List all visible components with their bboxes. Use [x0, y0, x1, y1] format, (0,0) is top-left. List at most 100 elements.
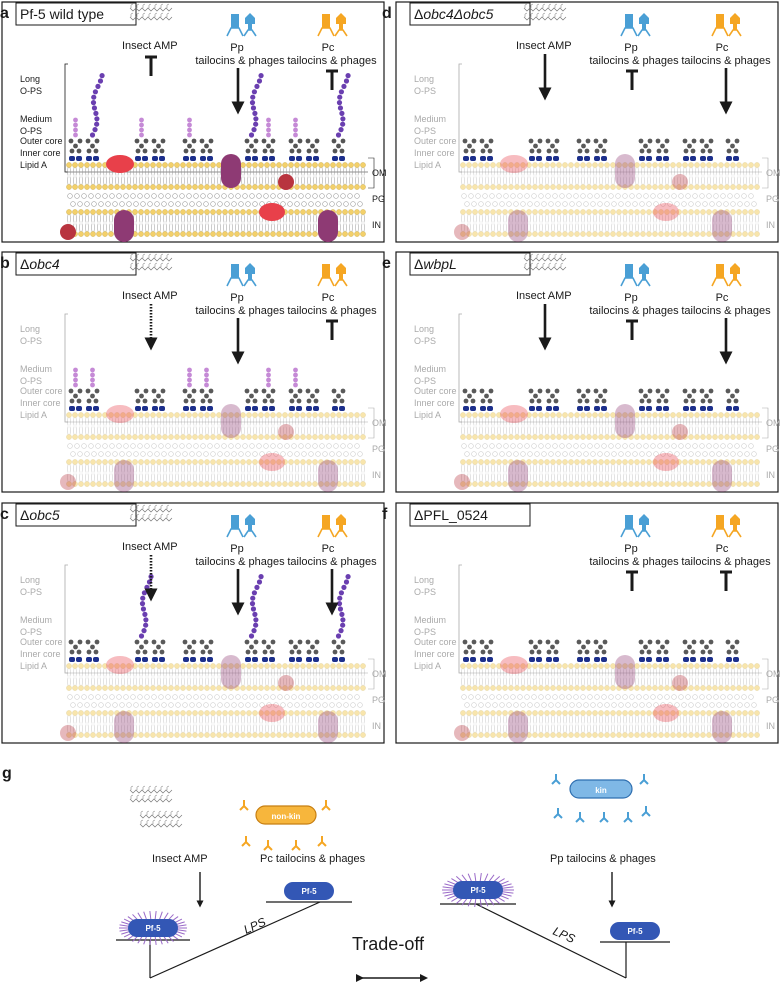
- membrane-label-pg: PG: [372, 695, 385, 705]
- title-name: wbpL: [423, 256, 456, 272]
- lps-molecule: [528, 138, 543, 161]
- pp-label: Pp: [624, 42, 637, 54]
- layer-label: O-PS: [414, 126, 436, 136]
- lps-hair: [467, 898, 472, 907]
- membrane-label-om: OM: [372, 168, 387, 178]
- in-protein-2: [653, 704, 679, 722]
- in-protein-3: [712, 711, 732, 743]
- lps-hair: [149, 936, 152, 945]
- membrane-bilayer: [460, 162, 760, 190]
- om-porin: [615, 404, 635, 438]
- layer-label: Medium: [414, 364, 446, 374]
- lps-molecule: [288, 117, 303, 161]
- lps-hair: [154, 936, 157, 945]
- in-lipoprotein: [60, 224, 76, 240]
- in-lipoprotein: [60, 725, 76, 741]
- lps-molecule: [85, 367, 100, 411]
- lps-molecule: [199, 138, 214, 161]
- in-lipoprotein: [60, 474, 76, 490]
- title-name: obc4Δobc5: [423, 6, 493, 22]
- pp-phage-icon: [620, 263, 651, 287]
- panel-frame: [395, 251, 779, 493]
- nonkin-label: non-kin: [272, 812, 301, 821]
- title-name: obc5: [29, 507, 60, 523]
- pc-label: Pc: [322, 42, 335, 54]
- lps-hair: [474, 873, 477, 882]
- panel-letter: c: [0, 506, 9, 523]
- om-porin: [221, 655, 241, 689]
- layer-label: Inner core: [20, 649, 61, 659]
- lps-molecule: [682, 639, 697, 662]
- pc-sub-label: tailocins & phages: [287, 305, 377, 317]
- insect-amp-icon: [523, 253, 567, 271]
- pp-tailocin-icon: [575, 812, 585, 823]
- title-name: Pf-5 wild type: [20, 6, 104, 22]
- in-protein: [114, 711, 134, 743]
- pp-phage-icon: [226, 263, 257, 287]
- layer-label: O-PS: [414, 587, 436, 597]
- lps-molecule: [182, 367, 197, 411]
- lps-molecule: [576, 388, 591, 411]
- lps-molecule: [182, 639, 197, 662]
- in-protein-3: [712, 460, 732, 492]
- lps-hair: [484, 873, 489, 882]
- lps-hair: [488, 897, 495, 906]
- in-protein-2: [653, 453, 679, 471]
- lps-hair: [500, 883, 512, 888]
- lps-molecule: [331, 73, 351, 161]
- layer-label: Lipid A: [20, 160, 47, 170]
- lps-hair: [442, 886, 455, 889]
- lps-molecule: [699, 138, 714, 161]
- membrane-bilayer: [460, 663, 760, 691]
- pp-phage-icon: [620, 514, 651, 538]
- layer-label: Long: [20, 575, 40, 585]
- lps-molecule: [479, 639, 494, 662]
- membrane-label-pg: PG: [372, 194, 385, 204]
- layer-label: O-PS: [414, 336, 436, 346]
- pp-tailocin-icon: [551, 774, 561, 785]
- lps-molecule: [182, 117, 197, 161]
- amp-label: Insect AMP: [122, 40, 178, 52]
- pp-label: Pp: [624, 292, 637, 304]
- om-porin: [221, 404, 241, 438]
- pf5-cell-left: [128, 919, 178, 937]
- layer-label: Long: [414, 324, 434, 334]
- bracket: [64, 564, 68, 674]
- in-protein: [114, 460, 134, 492]
- membrane-bilayer: [460, 459, 760, 487]
- pp-sub-label: tailocins & phages: [589, 55, 679, 67]
- membrane-label-pg: PG: [766, 695, 779, 705]
- title-box: [409, 2, 531, 26]
- pp-arrow: [626, 570, 638, 591]
- lipoprotein: [278, 424, 294, 440]
- om-protein: [106, 155, 134, 173]
- membrane-label-in: IN: [766, 721, 775, 731]
- layer-label: Long: [20, 74, 40, 84]
- layer-label: Outer core: [414, 136, 457, 146]
- layer-label: Medium: [414, 114, 446, 124]
- layer-label: Inner core: [414, 148, 455, 158]
- amp-label: Insect AMP: [122, 541, 178, 553]
- lps-hair: [159, 936, 163, 945]
- om-porin: [615, 655, 635, 689]
- layer-label: Long: [414, 74, 434, 84]
- in-lipoprotein: [454, 224, 470, 240]
- lipoprotein: [672, 174, 688, 190]
- lps-hair: [461, 897, 468, 906]
- pc-arrow: [326, 319, 338, 340]
- membrane-bilayer: [66, 710, 366, 738]
- title-box: [15, 503, 137, 527]
- lps-molecule: [331, 574, 351, 662]
- bracket: [458, 564, 462, 674]
- layer-label: Lipid A: [414, 160, 441, 170]
- lipoprotein: [278, 174, 294, 190]
- insect-amp-icon: [129, 504, 173, 522]
- pp-label: Pp: [624, 543, 637, 555]
- membrane-label-om: OM: [766, 669, 781, 679]
- lps-beam-label: LPS: [242, 915, 268, 937]
